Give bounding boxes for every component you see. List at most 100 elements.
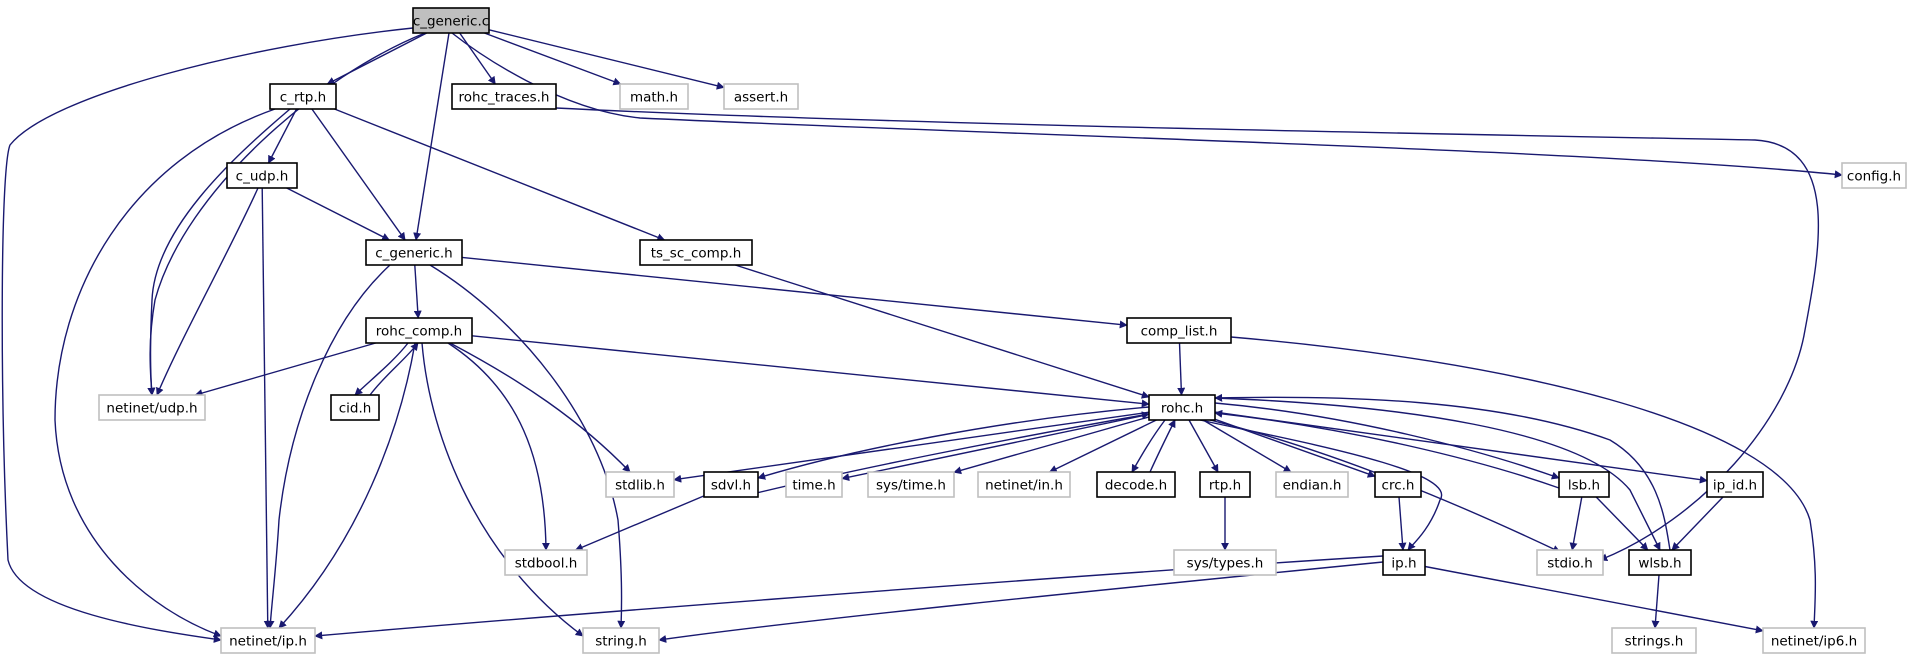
- node-stdbool-h: stdbool.h: [504, 549, 588, 576]
- node-box: [867, 471, 955, 498]
- edge-c-udp-h-to-c-generic-h: [286, 187, 391, 241]
- node-label: cid.h: [339, 401, 372, 417]
- node-box: [1611, 627, 1697, 654]
- node-endian-h: endian.h: [1275, 471, 1349, 498]
- edge-c-udp-h-to-netinet-udp-h: [156, 187, 259, 396]
- edge-rohc-h-to-rtp-h: [1188, 419, 1219, 473]
- node-box: [619, 83, 689, 110]
- edge-lsb-h-to-stdio-h: [1569, 496, 1583, 551]
- edge-comp-list-h-to-rohc-h: [1177, 342, 1186, 396]
- edge-comp-list-h-to-netinet-ip6-h: [1230, 336, 1819, 629]
- node-ts-sc-comp-h[interactable]: ts_sc_comp.h: [639, 239, 753, 266]
- node-label: string.h: [595, 634, 647, 650]
- edge-rohc-h-to-endian-h: [1202, 419, 1292, 473]
- node-label: ip_id.h: [1713, 478, 1757, 494]
- node-label: crc.h: [1382, 478, 1415, 494]
- node-rohc-comp-h[interactable]: rohc_comp.h: [365, 317, 473, 344]
- node-wlsb-h[interactable]: wlsb.h: [1628, 549, 1692, 576]
- node-ip-h[interactable]: ip.h: [1382, 549, 1426, 576]
- node-c-generic-h[interactable]: c_generic.h: [365, 239, 463, 266]
- node-box: [1762, 627, 1866, 654]
- node-label: c_udp.h: [236, 169, 289, 185]
- edge-rohc-h-to-sdvl-h: [757, 406, 1150, 480]
- node-box: [269, 83, 337, 110]
- node-box: [365, 317, 473, 344]
- edge-sdvl-h-to-stdbool-h: [574, 495, 705, 551]
- node-ip-id-h[interactable]: ip_id.h: [1706, 471, 1764, 498]
- edge-ts-sc-comp-h-to-rohc-h: [734, 264, 1150, 399]
- edge-c-rtp-h-to-ts-sc-comp-h: [334, 108, 666, 242]
- edge-c-generic-c-to-rohc-traces-h: [459, 32, 496, 85]
- node-box: [582, 627, 660, 654]
- edge-wlsb-h-to-strings-h: [1651, 574, 1660, 629]
- node-sys-types-h: sys/types.h: [1173, 549, 1277, 576]
- node-netinet-ip6-h: netinet/ip6.h: [1762, 627, 1866, 654]
- node-c-rtp-h[interactable]: c_rtp.h: [269, 83, 337, 110]
- node-label: rohc.h: [1161, 401, 1203, 417]
- node-box: [1841, 162, 1907, 189]
- node-c-udp-h[interactable]: c_udp.h: [226, 162, 298, 189]
- edge-rohc-h-to-lsb-h: [1214, 402, 1560, 480]
- node-lsb-h[interactable]: lsb.h: [1558, 471, 1610, 498]
- edge-rohc-comp-h-to-netinet-udp-h: [194, 342, 376, 397]
- edge-rohc-h-to-ip-id-h: [1214, 411, 1708, 484]
- node-label: stdbool.h: [515, 556, 578, 572]
- node-crc-h[interactable]: crc.h: [1374, 471, 1422, 498]
- edge-decode-h-to-rohc-h: [1149, 419, 1176, 473]
- node-label: endian.h: [1283, 478, 1342, 494]
- node-stdio-h: stdio.h: [1536, 549, 1604, 576]
- node-rtp-h[interactable]: rtp.h: [1199, 471, 1251, 498]
- edge-c-generic-c-to-netinet-ip-h: [1, 27, 414, 643]
- node-box: [639, 239, 753, 266]
- edge-rohc-h-to-sys-time-h: [953, 416, 1150, 475]
- node-config-h: config.h: [1841, 162, 1907, 189]
- node-math-h: math.h: [619, 83, 689, 110]
- node-label: lsb.h: [1568, 478, 1600, 494]
- node-label: stdlib.h: [615, 478, 665, 494]
- node-netinet-ip-h: netinet/ip.h: [220, 627, 316, 654]
- edge-wlsb-h-to-rohc-h: [1214, 393, 1671, 551]
- node-netinet-in-h: netinet/in.h: [977, 471, 1071, 498]
- node-box: [605, 471, 675, 498]
- node-label: sdvl.h: [711, 478, 751, 494]
- node-label: netinet/ip6.h: [1771, 634, 1857, 650]
- edge-c-rtp-h-to-netinet-udp-h: [147, 108, 291, 396]
- edge-c-generic-c-to-c-generic-h: [413, 32, 450, 241]
- node-label: comp_list.h: [1141, 324, 1218, 340]
- node-box: [1173, 549, 1277, 576]
- node-label: netinet/in.h: [985, 478, 1063, 494]
- nodes-layer: c_generic.c c_rtp.h rohc_traces.h math.h ass…: [98, 7, 1907, 654]
- edges-layer: [1, 27, 1843, 643]
- node-label: rohc_traces.h: [459, 90, 550, 106]
- node-label: strings.h: [1625, 634, 1684, 650]
- node-c-generic-c[interactable]: c_generic.c: [412, 7, 490, 34]
- node-label: c_rtp.h: [280, 90, 326, 106]
- edge-c-generic-h-to-string-h: [429, 264, 626, 629]
- node-box: [365, 239, 463, 266]
- node-label: sys/time.h: [876, 478, 946, 494]
- edge-c-generic-h-to-rohc-comp-h: [413, 264, 422, 319]
- node-cid-h[interactable]: cid.h: [330, 394, 380, 421]
- node-rohc-traces-h[interactable]: rohc_traces.h: [451, 83, 557, 110]
- edge-c-rtp-h-to-c-udp-h: [267, 108, 298, 164]
- edge-rohc-h-to-ip-h: [1199, 419, 1443, 551]
- edge-c-rtp-h-to-netinet-ip-h: [54, 108, 276, 638]
- node-rohc-h[interactable]: rohc.h: [1148, 394, 1216, 421]
- node-decode-h[interactable]: decode.h: [1096, 471, 1176, 498]
- edge-rohc-h-to-netinet-in-h: [1048, 419, 1157, 473]
- edge-c-generic-h-to-comp-list-h: [461, 256, 1128, 329]
- node-box: [1536, 549, 1604, 576]
- edge-ip-h-to-netinet-ip6-h: [1424, 565, 1764, 634]
- node-comp-list-h[interactable]: comp_list.h: [1126, 317, 1232, 344]
- node-box: [1199, 471, 1251, 498]
- node-label: decode.h: [1105, 478, 1167, 494]
- node-box: [1374, 471, 1422, 498]
- node-box: [220, 627, 316, 654]
- edge-rohc-comp-h-to-rohc-h: [471, 335, 1150, 408]
- node-netinet-udp-h: netinet/udp.h: [98, 394, 206, 421]
- node-time-h: time.h: [785, 471, 843, 498]
- node-assert-h: assert.h: [723, 83, 799, 110]
- node-box: [703, 471, 759, 498]
- node-sdvl-h[interactable]: sdvl.h: [703, 471, 759, 498]
